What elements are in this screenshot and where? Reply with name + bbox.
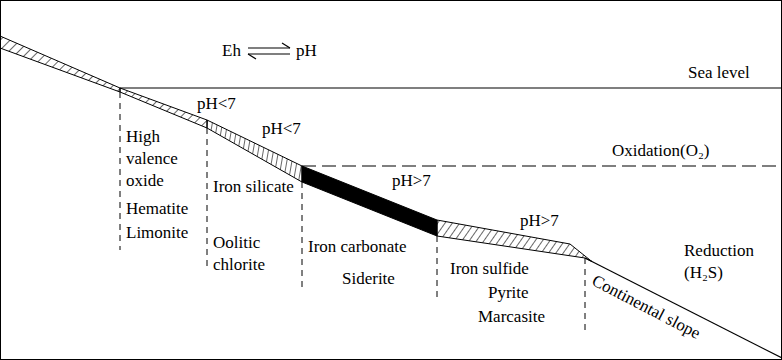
diagram-label: pH<7: [197, 93, 236, 115]
diagram-label: Oolitic chlorite: [213, 232, 285, 276]
diagram-label: pH>7: [392, 170, 431, 192]
slope-line: [585, 258, 782, 358]
diagram-label: pH>7: [520, 210, 559, 232]
diagram-label: High valence oxide: [126, 126, 198, 192]
oxidation-line: [302, 165, 782, 166]
diagram-label: Iron carbonate: [308, 236, 407, 258]
carbonate-band: [302, 166, 437, 236]
zone-divider: [437, 236, 438, 300]
diagram-label: Marcasite: [478, 306, 545, 328]
diagram-label: Limonite: [126, 222, 188, 244]
diagram-label: Sea level: [688, 62, 750, 84]
zone-divider: [585, 258, 586, 330]
zone-divider: [120, 92, 121, 250]
diagram-label: Reduction (H₂S): [684, 240, 766, 284]
diagram-label: Oxidation(O₂): [612, 140, 710, 162]
diagram-label: Hematite: [126, 198, 188, 220]
sulfide-band: [437, 220, 592, 262]
land-band: [0, 36, 120, 92]
diagram-label: Pyrite: [488, 282, 529, 304]
diagram-label: Iron silicate: [213, 176, 294, 198]
diagram-label: Eh: [222, 40, 241, 62]
diagram-label: pH: [296, 40, 317, 62]
zone-divider: [302, 182, 303, 292]
sea-level-line: [120, 87, 782, 88]
diagram-label: pH<7: [262, 118, 301, 140]
diagram-label: Siderite: [342, 268, 395, 290]
diagram-label: Iron sulfide: [450, 258, 529, 280]
zone-dividers: [120, 92, 585, 330]
zone-divider: [207, 128, 208, 268]
oxide-band: [120, 88, 207, 128]
equilibrium-arrows: [248, 43, 290, 59]
